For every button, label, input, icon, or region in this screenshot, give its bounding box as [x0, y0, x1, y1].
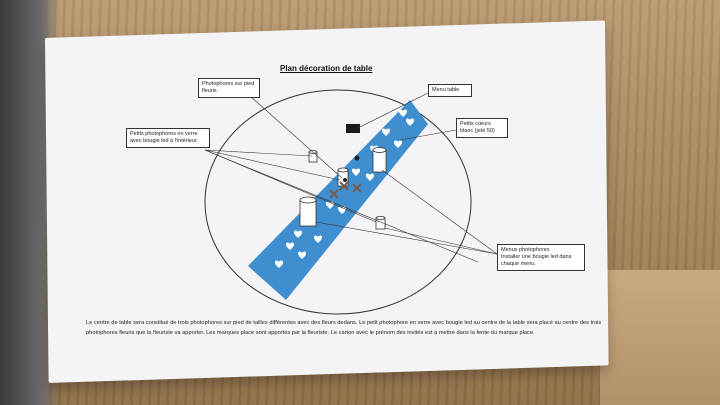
- callout-hearts: Petits cœurs blanc (jeté 50): [456, 118, 508, 138]
- heart-icon: [351, 168, 361, 176]
- heart-icon: [297, 251, 307, 259]
- heart-icon: [381, 128, 391, 136]
- heart-icon: [313, 235, 323, 243]
- leader-lines: [204, 91, 498, 263]
- photophore-icon: [375, 216, 386, 230]
- photophore-icon: [337, 167, 349, 187]
- heart-icon: [365, 173, 375, 181]
- callout-menu: Menu table: [428, 84, 472, 97]
- table-runner: [248, 100, 428, 300]
- heart-icon: [393, 140, 403, 148]
- table-circle: [204, 89, 472, 315]
- callout-large-photophores: Photophores sur pied fleuris: [198, 78, 260, 98]
- wooden-board: [600, 270, 720, 405]
- heart-icon: [398, 109, 408, 117]
- photophore-icon: [299, 196, 317, 227]
- heart-icon: [293, 230, 303, 238]
- marque-place-icon: [346, 124, 360, 133]
- callout-menus-photophores: Menus photophores Installer une bougie l…: [497, 244, 585, 271]
- callout-small-photophores: Petits photophores en verre avec bougie …: [126, 128, 210, 148]
- plan-caption: Le centre de table sera constitué de tro…: [86, 320, 602, 336]
- heart-icon: [274, 260, 284, 268]
- plan-title: Plan décoration de table: [280, 64, 373, 73]
- heart-icon: [405, 118, 415, 126]
- photophore-icon: [372, 147, 387, 173]
- heart-icon: [285, 242, 295, 250]
- heart-icons: [274, 109, 415, 268]
